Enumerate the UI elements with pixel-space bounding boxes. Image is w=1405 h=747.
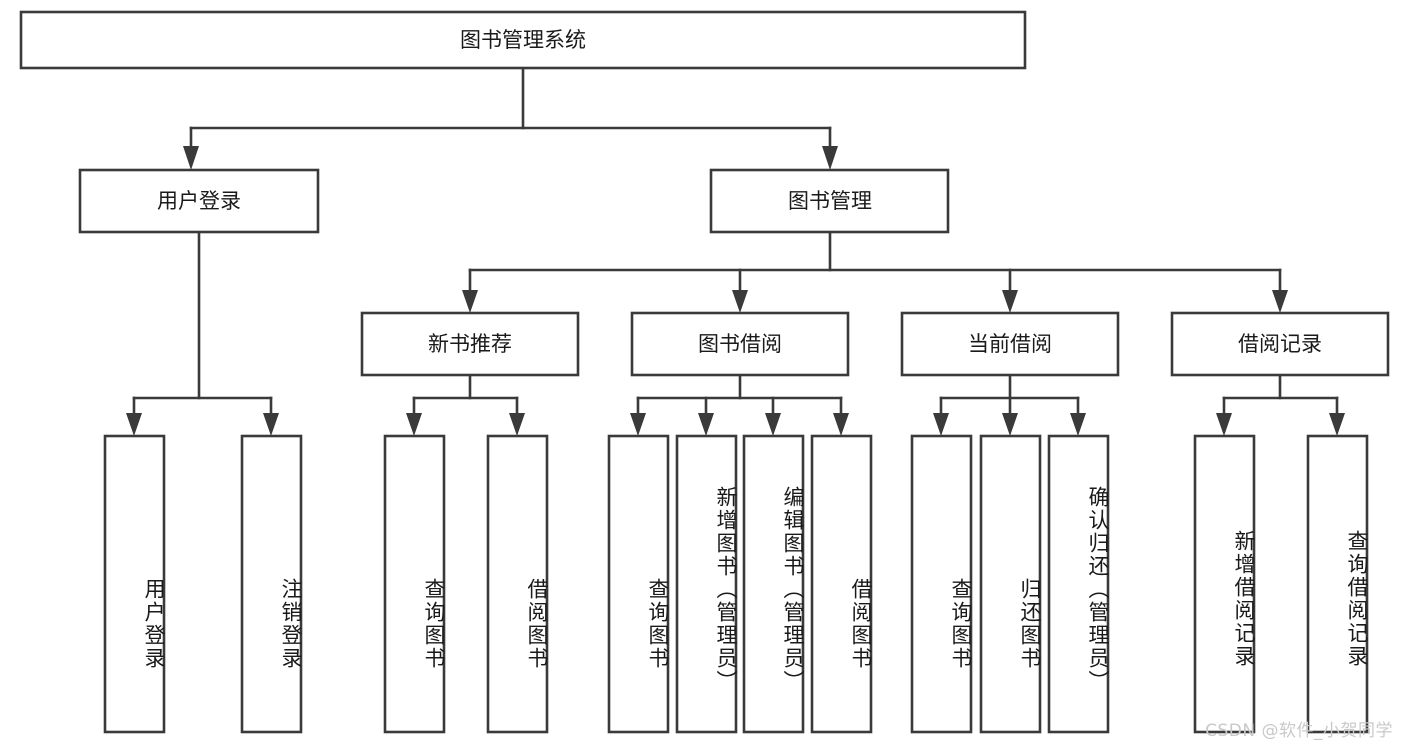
- arrow-leaf-query-book-1: [406, 413, 422, 436]
- connectors-new-book-rec-to-leaves: [406, 373, 525, 436]
- arrow-leaf-user-logout: [263, 413, 279, 436]
- arrow-leaf-add-record: [1216, 413, 1232, 436]
- node-book-borrow[interactable]: [630, 311, 850, 377]
- connectors-current-borrow-to-leaves: [933, 373, 1086, 436]
- arrow-leaf-edit-book: [765, 413, 781, 436]
- arrow-leaf-return-book: [1002, 413, 1018, 436]
- leafbox-leaf-user-logout[interactable]: [240, 434, 303, 734]
- arrow-leaf-user-login: [126, 413, 142, 436]
- arrow-current-borrow: [1002, 290, 1018, 313]
- leafbox-leaf-add-book[interactable]: [675, 434, 738, 734]
- leafbox-leaf-confirm-return[interactable]: [1047, 434, 1110, 734]
- leafbox-leaf-borrow-book-1[interactable]: [486, 434, 549, 734]
- connectors-borrow-record-to-leaves: [1216, 373, 1345, 436]
- node-root[interactable]: [19, 10, 1027, 70]
- arrow-user-login: [183, 146, 199, 170]
- connectors-user-login-to-leaves: [126, 230, 279, 436]
- node-new-book-rec[interactable]: [360, 311, 580, 377]
- arrow-leaf-confirm-return: [1070, 413, 1086, 436]
- node-book-manage-label: 图书管理: [788, 189, 872, 213]
- csdn-watermark: CSDN @软件_小贺同学: [1205, 721, 1393, 741]
- leafbox-leaf-add-record[interactable]: [1193, 434, 1256, 734]
- leafbox-leaf-edit-book[interactable]: [742, 434, 805, 734]
- node-user-login[interactable]: [78, 168, 320, 234]
- leafbox-leaf-return-book[interactable]: [979, 434, 1042, 734]
- node-book-borrow-label: 图书借阅: [698, 332, 782, 356]
- leafbox-leaf-query-book-1[interactable]: [383, 434, 446, 734]
- arrow-borrow-record: [1272, 290, 1288, 313]
- node-user-login-label: 用户登录: [157, 189, 241, 213]
- leafbox-leaf-user-login[interactable]: [103, 434, 166, 734]
- node-borrow-record[interactable]: [1170, 311, 1390, 377]
- leafbox-leaf-borrow-book-2[interactable]: [810, 434, 873, 734]
- leafbox-leaf-query-book-3[interactable]: [910, 434, 973, 734]
- arrow-leaf-borrow-book-1: [509, 413, 525, 436]
- leafbox-leaf-query-book-2[interactable]: [607, 434, 670, 734]
- arrow-new-book-rec: [462, 290, 478, 313]
- arrow-leaf-query-book-2: [630, 413, 646, 436]
- connectors-root-to-level2: [183, 66, 838, 170]
- arrow-leaf-borrow-book-2: [833, 413, 849, 436]
- connectors-book-manage-to-level3: [462, 230, 1288, 313]
- arrow-book-manage: [822, 146, 838, 170]
- node-book-manage[interactable]: [709, 168, 950, 234]
- arrow-leaf-query-book-3: [933, 413, 949, 436]
- node-current-borrow-label: 当前借阅: [968, 332, 1052, 356]
- leafbox-leaf-query-record[interactable]: [1306, 434, 1369, 734]
- node-current-borrow[interactable]: [900, 311, 1120, 377]
- node-root-label: 图书管理系统: [460, 28, 586, 52]
- connectors-book-borrow-to-leaves: [630, 373, 849, 436]
- node-borrow-record-label: 借阅记录: [1238, 332, 1322, 356]
- arrow-leaf-query-record: [1329, 413, 1345, 436]
- arrow-leaf-add-book: [698, 413, 714, 436]
- arrow-book-borrow: [732, 290, 748, 313]
- node-new-book-rec-label: 新书推荐: [428, 332, 512, 356]
